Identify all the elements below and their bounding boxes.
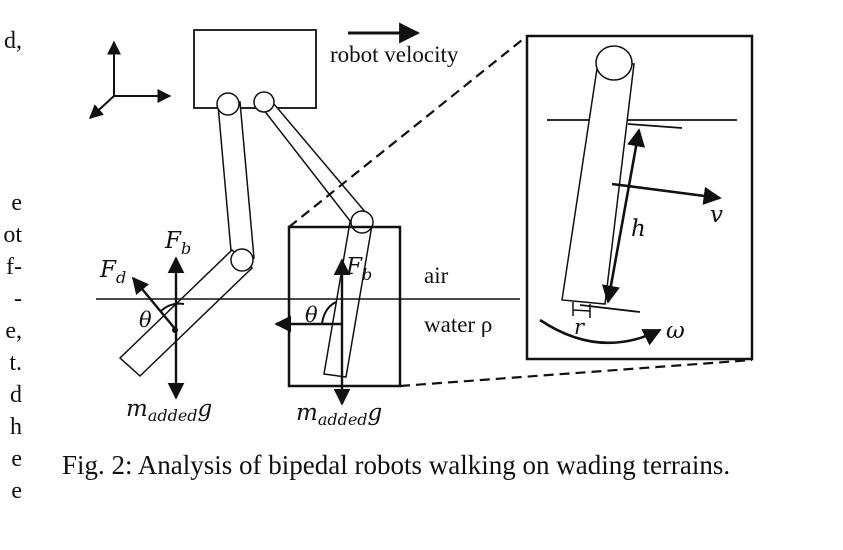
v-arrow bbox=[611, 182, 722, 205]
fd-label: Fd bbox=[99, 257, 126, 287]
coordinate-axes bbox=[88, 40, 172, 119]
zoomed-leg bbox=[561, 45, 635, 305]
zoom-dashed-lines bbox=[288, 35, 753, 388]
margin-line: f- bbox=[6, 254, 22, 280]
margin-line: e bbox=[11, 190, 22, 216]
robot-body bbox=[193, 29, 317, 109]
margin-line: - bbox=[14, 286, 22, 312]
left-forces bbox=[131, 256, 185, 400]
margin-line: e, bbox=[5, 318, 22, 344]
h-arrow bbox=[601, 128, 646, 304]
v-label: v bbox=[710, 202, 723, 228]
omega-label: ω bbox=[666, 318, 685, 344]
mg-left-label: maddedg bbox=[126, 396, 212, 425]
theta-right-label: θ bbox=[305, 303, 318, 327]
right-leg bbox=[253, 91, 374, 378]
top-tangent-line bbox=[627, 123, 683, 129]
theta-left-label: θ bbox=[139, 308, 152, 332]
left-leg bbox=[118, 92, 255, 378]
figure-caption: Fig. 2: Analysis of bipedal robots walki… bbox=[62, 450, 731, 480]
water-label: water ρ bbox=[424, 312, 492, 337]
fb-right-label: Fb bbox=[345, 254, 372, 284]
mg-right-label: maddedg bbox=[296, 400, 382, 429]
margin-line: d bbox=[10, 382, 22, 408]
margin-line: ot bbox=[3, 222, 22, 248]
omega-arc bbox=[539, 318, 662, 346]
robot-velocity-label: robot velocity bbox=[330, 42, 459, 67]
margin-line: h bbox=[10, 414, 22, 440]
margin-line: e bbox=[11, 446, 22, 472]
left-contact-point bbox=[172, 327, 178, 333]
margin-line: d, bbox=[4, 28, 22, 54]
air-label: air bbox=[424, 263, 449, 288]
fb-left-label: Fb bbox=[164, 228, 191, 258]
margin-line: e bbox=[11, 478, 22, 504]
r-marker bbox=[572, 302, 591, 318]
h-label: h bbox=[631, 216, 646, 242]
r-label: r bbox=[574, 315, 586, 339]
zoom-source-box bbox=[287, 225, 402, 388]
margin-line: t. bbox=[9, 350, 22, 376]
right-forces bbox=[274, 258, 351, 406]
